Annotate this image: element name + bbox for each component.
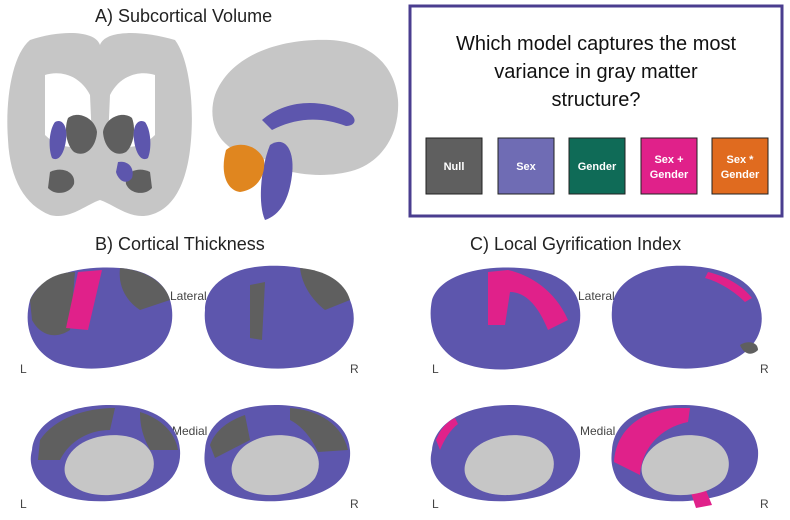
panel-c-lateral-label: Lateral [578, 289, 615, 303]
panel-b-left-label-top: L [20, 362, 27, 376]
panel-c-title: C) Local Gyrification Index [470, 234, 681, 254]
panel-b-left-label-bottom: L [20, 497, 27, 511]
panel-b-lateral-right-hemisphere [204, 265, 354, 369]
panel-c-medial-left-hemisphere [430, 405, 581, 502]
question-line-3: structure? [552, 89, 641, 111]
panel-b-lateral-label: Lateral [170, 289, 207, 303]
panel-b-right-label-top: R [350, 362, 359, 376]
panel-c-right-label-top: R [760, 362, 769, 376]
panel-b-medial-right-hemisphere [204, 405, 351, 502]
sagittal-brain-slice [212, 39, 399, 220]
legend: Null Sex Gender Sex + Gender Sex * Gende… [425, 137, 769, 195]
panel-c-medial-right-hemisphere [611, 405, 759, 508]
legend-sex-plus-gender-label-1: Sex + [654, 154, 683, 166]
legend-gender-label: Gender [578, 161, 617, 173]
panel-b-right-label-bottom: R [350, 497, 359, 511]
panel-b-medial-label: Medial [172, 424, 207, 438]
panel-c-lateral-left-hemisphere [430, 267, 581, 370]
panel-a-title: A) Subcortical Volume [95, 6, 272, 26]
legend-sex-times-gender: Sex * Gender [711, 137, 769, 195]
panel-b-title: B) Cortical Thickness [95, 234, 265, 254]
legend-sex: Sex [497, 137, 555, 195]
legend-null-label: Null [444, 161, 465, 173]
legend-sex-plus-gender-label-2: Gender [650, 169, 689, 181]
legend-sex-plus-gender: Sex + Gender [640, 137, 698, 195]
panel-c-left-label-top: L [432, 362, 439, 376]
question-line-1: Which model captures the most [456, 33, 737, 55]
legend-null: Null [425, 137, 483, 195]
legend-sex-label: Sex [516, 161, 536, 173]
panel-b-lateral-left-hemisphere [27, 267, 173, 369]
question-line-2: variance in gray matter [494, 61, 698, 83]
panel-c-lateral-right-hemisphere [611, 265, 762, 369]
panel-c-left-label-bottom: L [432, 497, 439, 511]
panel-b-medial-left-hemisphere [30, 405, 181, 502]
legend-gender: Gender [568, 137, 626, 195]
panel-c-medial-label: Medial [580, 424, 615, 438]
panel-c-right-label-bottom: R [760, 497, 769, 511]
legend-sex-times-gender-label-1: Sex * [727, 154, 755, 166]
legend-sex-times-gender-label-2: Gender [721, 169, 760, 181]
coronal-brain-slice [7, 33, 192, 217]
